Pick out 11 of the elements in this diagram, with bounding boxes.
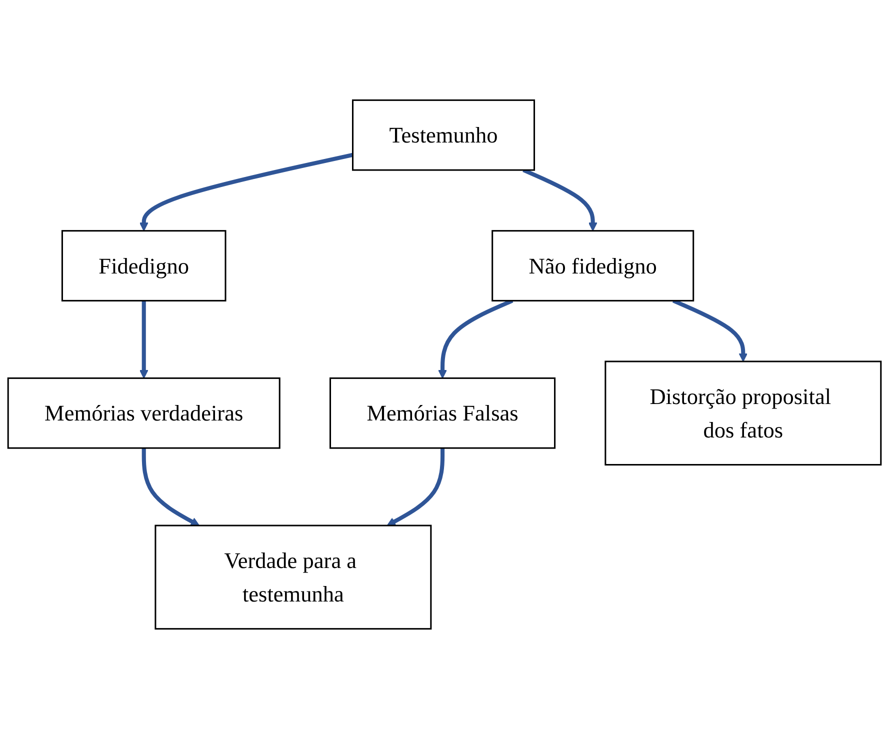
node-box: Fidedigno xyxy=(61,230,226,302)
arrow xyxy=(142,448,200,526)
node-box: Testemunho xyxy=(352,99,536,171)
node-box: Memórias Falsas xyxy=(330,377,556,449)
arrow xyxy=(139,152,354,232)
node-box: Verdade para a testemunha xyxy=(154,524,432,630)
node-box: Distorção proposital dos fatos xyxy=(604,360,882,466)
node-box: Não fidedigno xyxy=(492,230,694,302)
arrow xyxy=(386,448,445,526)
node-box: Memórias verdadeiras xyxy=(7,377,280,449)
arrow xyxy=(139,300,148,379)
